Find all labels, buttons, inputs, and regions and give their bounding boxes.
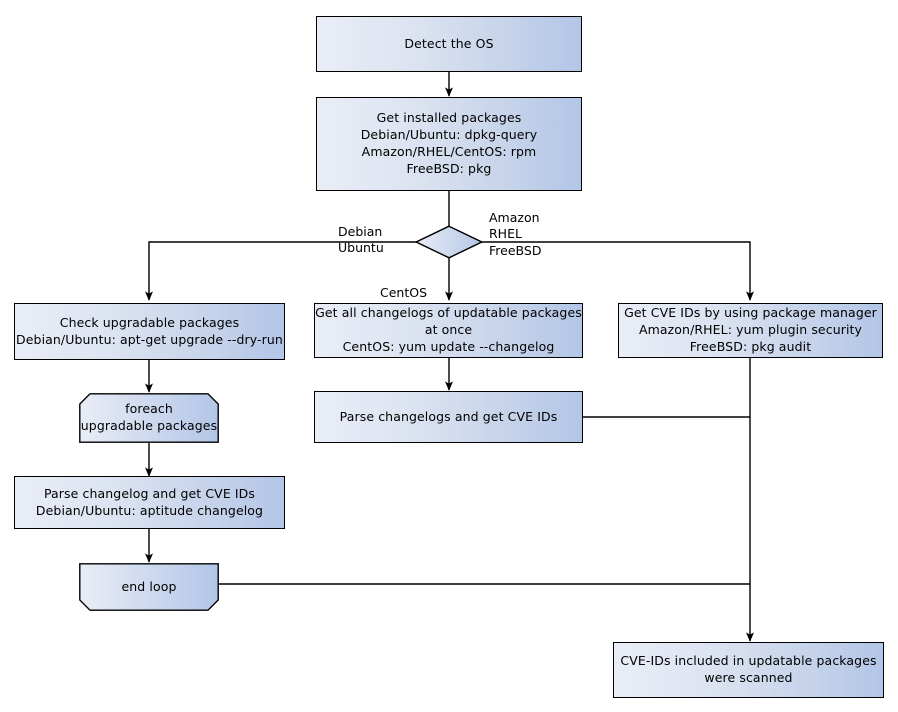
node-get-all-changelogs-label: Get all changelogs of updatable packages…	[315, 305, 582, 354]
node-check-upgradable-packages-label: Check upgradable packages Debian/Ubuntu:…	[16, 314, 283, 347]
node-parse-changelogs-cve-ids-label: Parse changelogs and get CVE IDs	[339, 408, 558, 424]
loop-start-shape-icon	[79, 393, 219, 443]
node-get-all-changelogs[interactable]: Get all changelogs of updatable packages…	[314, 303, 583, 358]
node-scan-complete-label: CVE-IDs included in updatable packages w…	[620, 653, 877, 685]
node-detect-os[interactable]: Detect the OS	[316, 16, 582, 72]
node-scan-complete[interactable]: CVE-IDs included in updatable packages w…	[613, 642, 884, 698]
edge-label-centos: CentOS	[380, 268, 442, 301]
node-foreach-upgradable-packages[interactable]: foreach upgradable packages	[79, 393, 219, 443]
node-parse-changelog-cve-ids-label: Parse changelog and get CVE IDs Debian/U…	[35, 485, 264, 518]
node-os-decision[interactable]	[414, 225, 484, 259]
edge-label-debian-ubuntu: Debian Ubuntu	[338, 207, 418, 257]
loop-end-shape-icon	[79, 563, 219, 611]
edge-label-centos-text: CentOS	[380, 284, 428, 300]
node-end-loop[interactable]: end loop	[79, 563, 219, 611]
node-foreach-upgradable-packages-label: foreach upgradable packages	[80, 401, 218, 433]
node-get-cve-ids-package-manager[interactable]: Get CVE IDs by using package manager Ama…	[618, 303, 883, 358]
edge-label-amazon-rhel-freebsd: Amazon RHEL FreeBSD	[489, 193, 599, 260]
edge-label-debian-ubuntu-text: Debian Ubuntu	[338, 223, 384, 256]
node-get-cve-ids-package-manager-label: Get CVE IDs by using package manager Ama…	[624, 305, 877, 354]
node-detect-os-label: Detect the OS	[404, 35, 494, 51]
node-end-loop-label: end loop	[121, 578, 177, 594]
node-get-installed-packages[interactable]: Get installed packages Debian/Ubuntu: dp…	[316, 97, 582, 191]
node-check-upgradable-packages[interactable]: Check upgradable packages Debian/Ubuntu:…	[14, 303, 285, 360]
node-parse-changelogs-cve-ids[interactable]: Parse changelogs and get CVE IDs	[314, 391, 583, 443]
diamond-shape-icon	[414, 225, 484, 259]
node-parse-changelog-cve-ids[interactable]: Parse changelog and get CVE IDs Debian/U…	[14, 476, 285, 529]
edge-label-amazon-rhel-freebsd-text: Amazon RHEL FreeBSD	[489, 209, 542, 258]
node-get-installed-packages-label: Get installed packages Debian/Ubuntu: dp…	[360, 110, 538, 176]
